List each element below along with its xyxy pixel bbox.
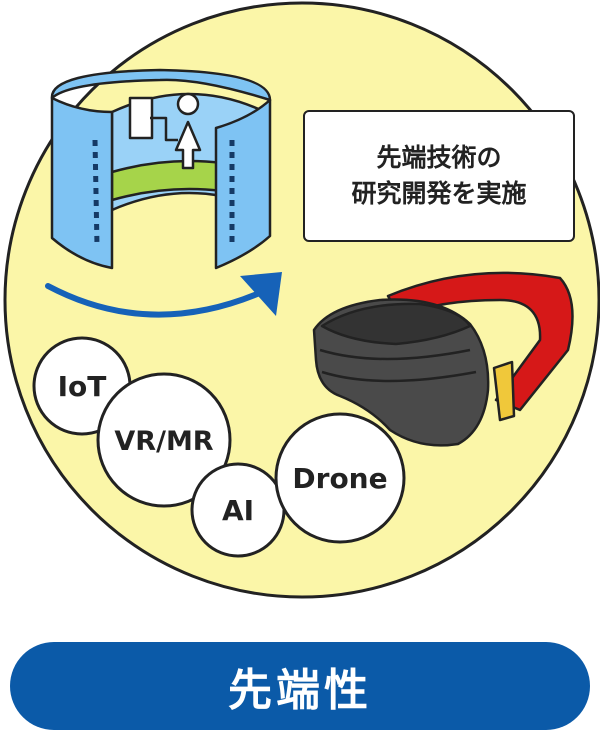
bubble-drone-label: Drone bbox=[292, 462, 387, 495]
bubble-drone: Drone bbox=[274, 412, 406, 544]
bubble-iot-label: IoT bbox=[58, 370, 107, 403]
illustration: IoT VR/MR AI Drone 先端技術の 研究開発を実施 bbox=[3, 1, 600, 599]
bubble-vr-mr: VR/MR bbox=[96, 372, 232, 508]
callout-line-1: 先端技術の bbox=[376, 142, 502, 172]
title-banner: 先端性 bbox=[10, 642, 590, 730]
callout-line-2: 研究開発を実施 bbox=[351, 179, 527, 208]
vr-headset-icon bbox=[312, 271, 574, 447]
banner-title: 先端性 bbox=[228, 665, 372, 716]
curved-arrow-icon bbox=[45, 272, 282, 318]
bubble-ai-label: AI bbox=[222, 494, 254, 527]
bubble-vr-mr-label: VR/MR bbox=[114, 426, 213, 457]
callout-box: 先端技術の 研究開発を実施 bbox=[303, 110, 575, 242]
illustration-canvas: IoT VR/MR AI Drone bbox=[3, 1, 600, 599]
bubble-ai: AI bbox=[190, 462, 286, 558]
cylindrical-projection-screen-icon bbox=[50, 68, 272, 270]
